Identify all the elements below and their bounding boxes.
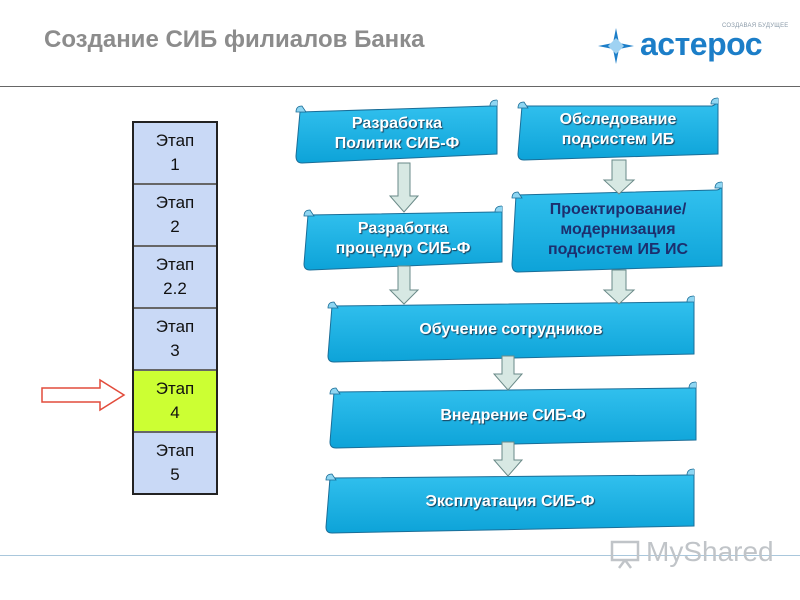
stage-label: Этап 1 [155, 131, 195, 174]
current-stage-arrow-icon [41, 378, 126, 412]
stage-label: Этап 4 [155, 379, 195, 422]
flow-arrow-down-icon [492, 355, 524, 391]
asteros-logo [598, 28, 634, 64]
scroll-box-implementation [329, 381, 697, 449]
presentation-icon [610, 540, 640, 569]
box-operation-label: Эксплуатация СИБ-Ф [425, 493, 595, 510]
flow-arrow-down-icon [492, 441, 524, 477]
watermark: MyShared [646, 536, 774, 567]
box-policies-label: Разработка Политик СИБ-Ф [334, 115, 460, 152]
stage-item: Этап 3 [134, 309, 216, 371]
logo-name: астерос [640, 26, 763, 62]
footer-divider [0, 555, 800, 556]
flow-arrow-down-icon [388, 265, 420, 305]
stage-item: Этап 5 [134, 433, 216, 493]
page-title: Создание СИБ филиалов Банка [44, 26, 425, 53]
box-survey-label: Обследование подсистем ИБ [559, 111, 677, 148]
flow-arrow-down-icon [388, 162, 420, 213]
box-implementation-label: Внедрение СИБ-Ф [440, 407, 586, 424]
scroll-box-training [327, 295, 695, 363]
flow-arrow-down-icon [602, 159, 636, 195]
flow-arrow-down-icon [602, 269, 636, 305]
stage-label: Этап 5 [155, 441, 195, 484]
scroll-box-design [511, 181, 723, 273]
scroll-box-survey [517, 97, 719, 161]
scroll-box-procedures [303, 205, 503, 271]
stage-list: Этап 1 Этап 2 Этап 2.2 Этап 3 Этап 4 Эта… [132, 121, 218, 495]
stage-item: Этап 1 [134, 123, 216, 185]
logo-tagline: СОЗДАВАЯ БУДУЩЕЕ [722, 23, 789, 29]
box-design-label: Проектирование/ модернизация подсистем И… [547, 201, 689, 258]
stage-label: Этап 2.2 [155, 255, 195, 298]
stage-label: Этап 3 [155, 317, 195, 360]
header-divider [0, 86, 800, 87]
box-procedures-label: Разработка процедур СИБ-Ф [335, 220, 471, 257]
box-training-label: Обучение сотрудников [419, 321, 603, 338]
star-icon [598, 28, 634, 64]
scroll-box-operation [325, 468, 695, 534]
stage-label: Этап 2 [155, 193, 195, 236]
stage-item-active: Этап 4 [134, 371, 216, 433]
stage-item: Этап 2.2 [134, 247, 216, 309]
stage-item: Этап 2 [134, 185, 216, 247]
scroll-box-policies [295, 99, 498, 164]
